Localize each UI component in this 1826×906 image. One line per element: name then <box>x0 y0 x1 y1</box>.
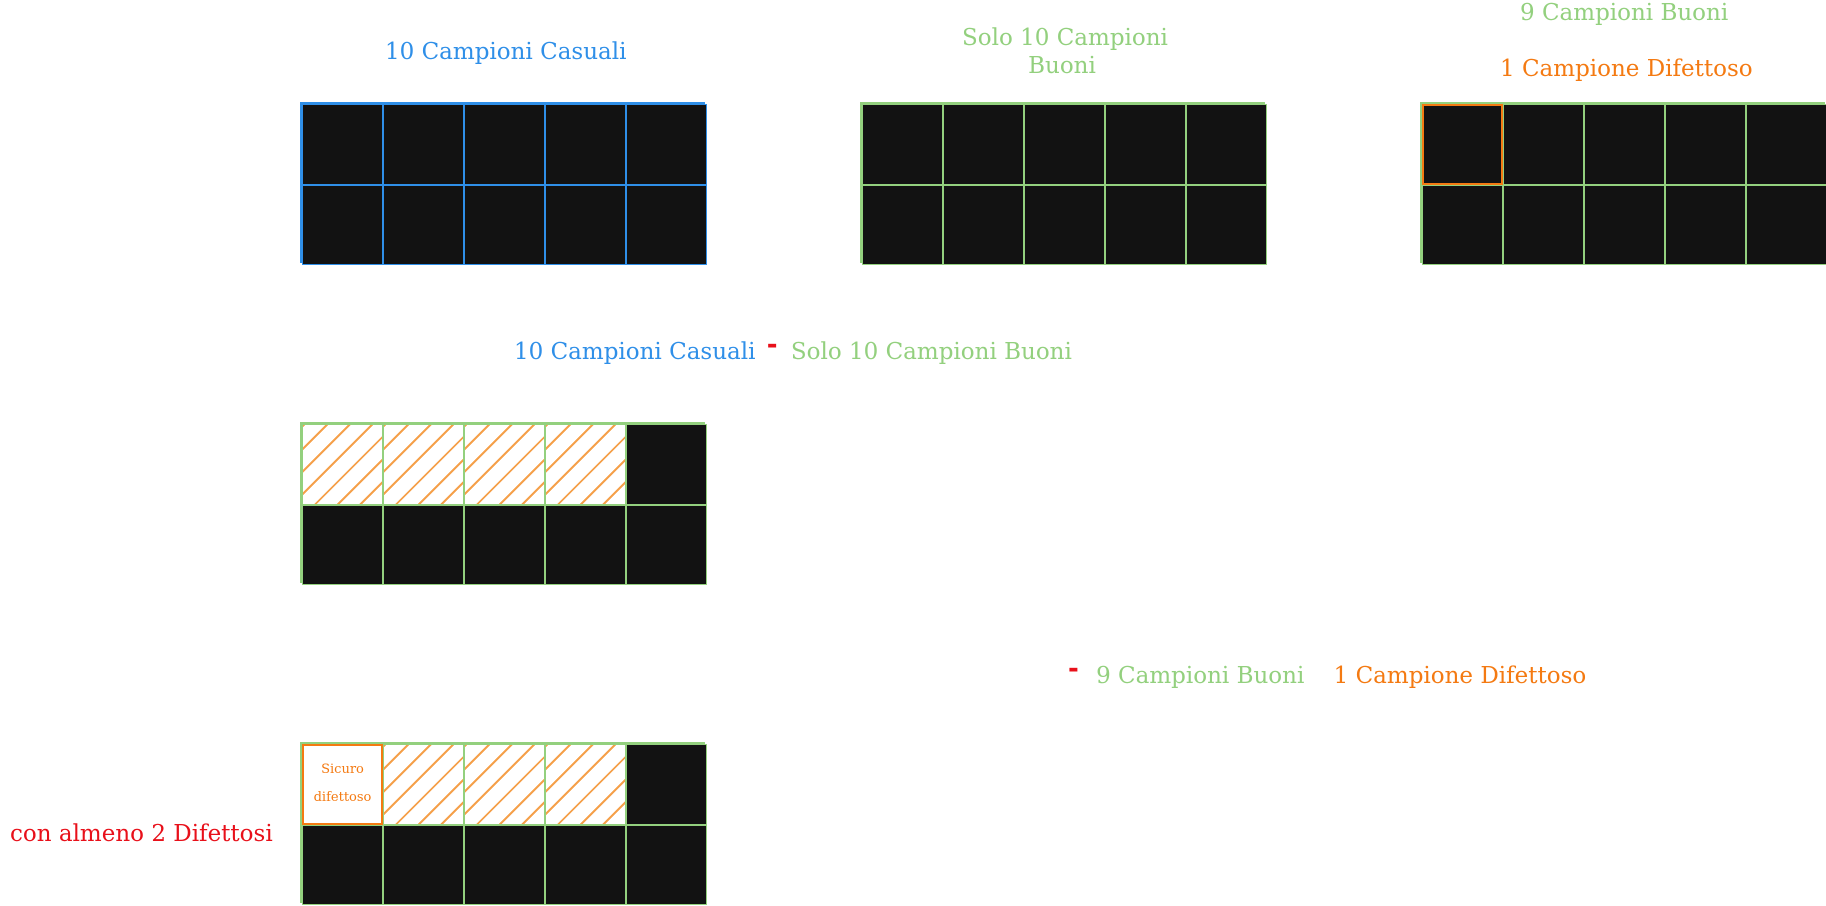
grid-cell <box>1186 184 1267 265</box>
grid-cell <box>545 104 626 185</box>
grid-cell <box>1584 184 1665 265</box>
minus-operator: - <box>766 330 778 360</box>
row-3-defect-term: 1 Campione Difettoso <box>1333 663 1587 689</box>
panel-1-title: 10 Campioni Casuali <box>385 39 627 65</box>
grid-cell <box>1503 184 1584 265</box>
grid-cell <box>1503 104 1584 185</box>
grid-cell <box>302 824 383 905</box>
hatched-cell <box>545 744 626 825</box>
hatched-cell <box>302 424 383 505</box>
grid-cell <box>626 184 707 265</box>
grid-cell <box>626 104 707 185</box>
grid-cell <box>545 824 626 905</box>
minus-operator: - <box>1068 654 1079 684</box>
hatched-cell <box>545 424 626 505</box>
panel-2-title: Solo 10 Campioni Buoni <box>962 24 1168 80</box>
row-2-expression: 10 Campioni Casuali - Solo 10 Campioni B… <box>514 331 1072 366</box>
grid-cell <box>464 104 545 185</box>
grid-cell <box>1422 184 1503 265</box>
row-2-left-term: 10 Campioni Casuali <box>514 339 756 365</box>
grid-cell <box>1665 104 1746 185</box>
grid-cell <box>302 184 383 265</box>
grid-at-least-two-defective: Sicuro difettoso <box>300 742 707 905</box>
grid-cell <box>943 104 1024 185</box>
grid-cell <box>1105 104 1186 185</box>
grid-cell <box>464 184 545 265</box>
defect-cell <box>1422 104 1503 185</box>
grid-cell <box>1746 184 1826 265</box>
grid-nine-good-one-defect <box>1420 102 1826 265</box>
at-least-two-defective-label: con almeno 2 Difettosi <box>10 821 273 847</box>
hatched-cell <box>464 424 545 505</box>
row-2-right-term: Solo 10 Campioni Buoni <box>790 339 1072 365</box>
grid-cell <box>626 824 707 905</box>
panel-2-title-line2: Buoni <box>1028 53 1096 79</box>
grid-cell <box>1584 104 1665 185</box>
grid-cell <box>545 184 626 265</box>
grid-cell <box>545 504 626 585</box>
grid-cell <box>1024 104 1105 185</box>
hatched-cell <box>383 424 464 505</box>
grid-cell <box>626 504 707 585</box>
grid-cell <box>464 504 545 585</box>
row-3-expression: - 9 Campioni Buoni 1 Campione Difettoso <box>1068 655 1587 690</box>
grid-cell <box>464 824 545 905</box>
sure-defective-cell: Sicuro difettoso <box>302 744 383 825</box>
panel-3-defect-label: 1 Campione Difettoso <box>1500 56 1753 82</box>
grid-cell <box>626 424 707 505</box>
grid-cell <box>1024 184 1105 265</box>
grid-cell <box>1746 104 1826 185</box>
grid-random-samples <box>300 102 707 265</box>
sure-defective-line2: difettoso <box>313 790 372 806</box>
row-3-good-term: 9 Campioni Buoni <box>1096 663 1305 689</box>
panel-3-good-label: 9 Campioni Buoni <box>1520 0 1729 26</box>
grid-cell <box>862 104 943 185</box>
sure-defective-line1: Sicuro <box>321 762 364 778</box>
grid-cell <box>383 184 464 265</box>
grid-cell <box>383 504 464 585</box>
grid-cell <box>862 184 943 265</box>
grid-difference <box>300 422 707 585</box>
grid-cell <box>943 184 1024 265</box>
grid-cell <box>1186 104 1267 185</box>
grid-cell <box>383 824 464 905</box>
grid-cell <box>1105 184 1186 265</box>
hatched-cell <box>383 744 464 825</box>
panel-2-title-line1: Solo 10 Campioni <box>962 25 1168 51</box>
grid-good-samples <box>860 102 1267 265</box>
grid-cell <box>302 504 383 585</box>
grid-cell <box>383 104 464 185</box>
grid-cell <box>1665 184 1746 265</box>
grid-cell <box>626 744 707 825</box>
grid-cell <box>302 104 383 185</box>
hatched-cell <box>464 744 545 825</box>
